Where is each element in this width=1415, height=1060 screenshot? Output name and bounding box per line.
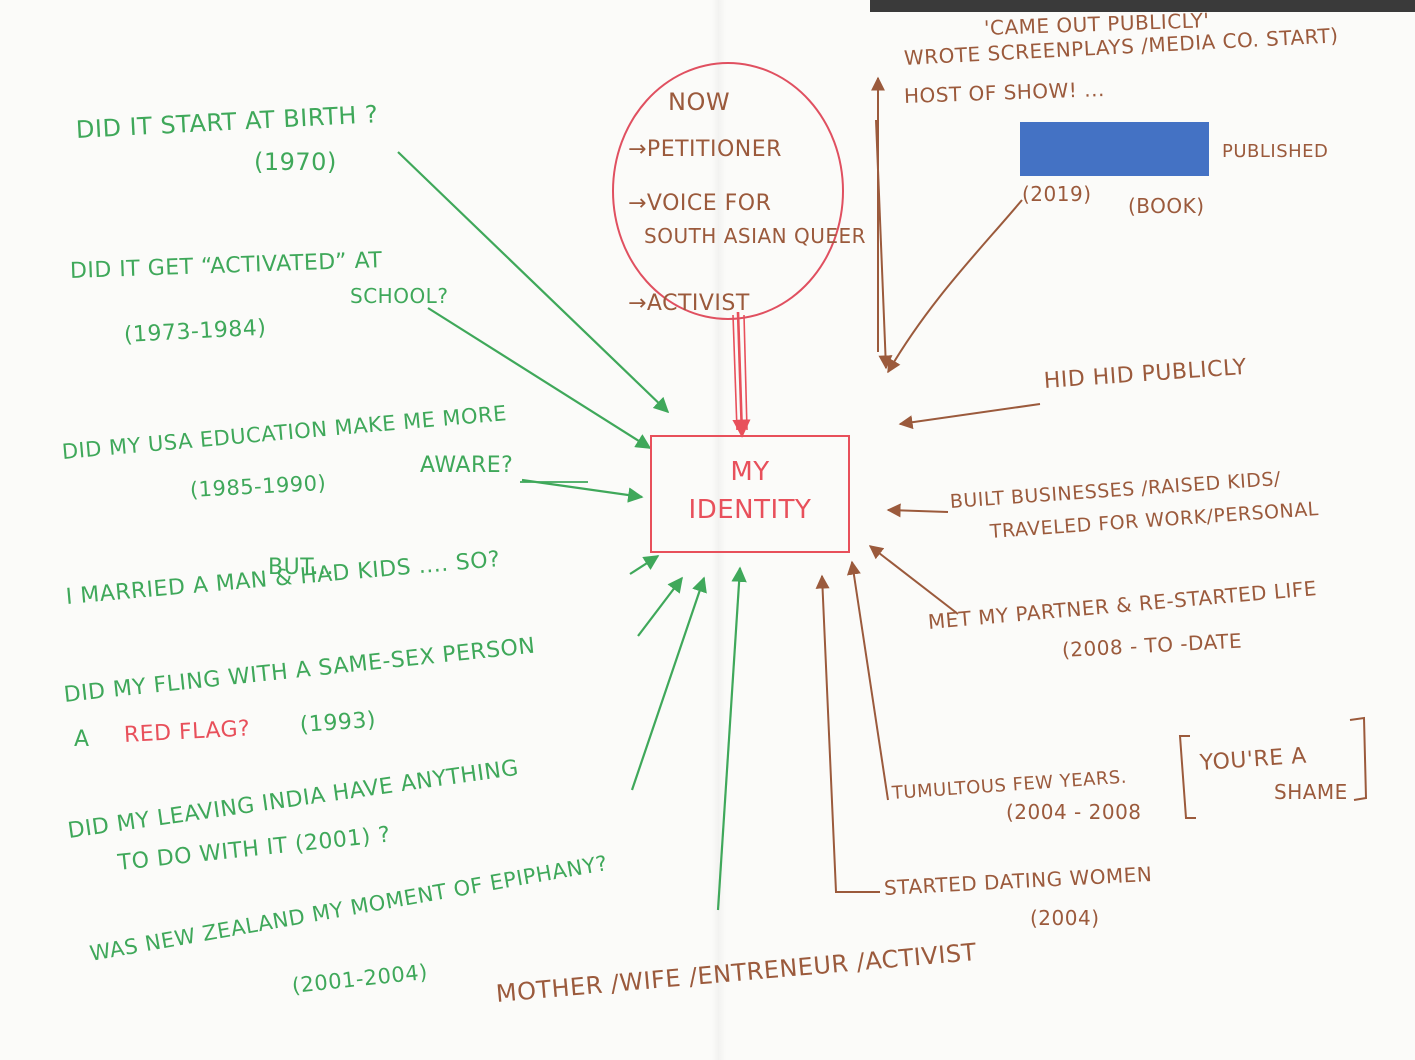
arrow-partner bbox=[868, 545, 959, 615]
question-usa-2: AWARE? bbox=[420, 453, 514, 478]
now-title: NOW bbox=[668, 88, 731, 116]
arrow-tumultuous bbox=[846, 560, 889, 801]
event-published-year: (2019) bbox=[1022, 182, 1092, 206]
question-fling-year: (1993) bbox=[299, 707, 377, 738]
arrow-hid bbox=[898, 403, 1041, 430]
event-shame-2: SHAME bbox=[1274, 780, 1348, 804]
question-fling-a: A bbox=[74, 727, 90, 752]
arrow-came-out-down bbox=[875, 119, 893, 370]
arrow-fling bbox=[637, 576, 683, 637]
arrow-india bbox=[630, 576, 707, 791]
redaction-block bbox=[1020, 122, 1209, 176]
now-item-petitioner: →PETITIONER bbox=[628, 137, 782, 162]
arrow-birth bbox=[397, 151, 670, 414]
question-but: BUT... bbox=[268, 555, 335, 580]
arrow-built bbox=[886, 503, 949, 518]
arrow-published bbox=[887, 199, 1023, 374]
event-published-kind: (BOOK) bbox=[1128, 194, 1205, 218]
arrow-married bbox=[629, 555, 660, 575]
arrow-school bbox=[427, 307, 652, 449]
arrow-now bbox=[732, 311, 751, 438]
event-dating-year: (2004) bbox=[1030, 906, 1100, 930]
event-published: PUBLISHED bbox=[1222, 141, 1329, 162]
center-line-2: IDENTITY bbox=[688, 495, 812, 525]
now-item-voice: →VOICE FOR bbox=[628, 191, 772, 216]
arrow-dating bbox=[815, 574, 880, 893]
center-line-1: MY bbox=[730, 457, 770, 487]
event-tumultuous-year: (2004 - 2008 bbox=[1006, 800, 1142, 824]
now-item-activist: →ACTIVIST bbox=[628, 291, 750, 316]
arrow-nz bbox=[716, 566, 747, 911]
shame-bracket bbox=[1178, 716, 1368, 819]
scan-edge bbox=[870, 0, 1415, 12]
question-school-2: SCHOOL? bbox=[350, 284, 449, 308]
identity-box bbox=[650, 435, 850, 553]
now-bubble bbox=[612, 62, 844, 320]
now-item-queer: SOUTH ASIAN QUEER bbox=[644, 224, 867, 248]
question-birth-year: (1970) bbox=[254, 148, 337, 176]
